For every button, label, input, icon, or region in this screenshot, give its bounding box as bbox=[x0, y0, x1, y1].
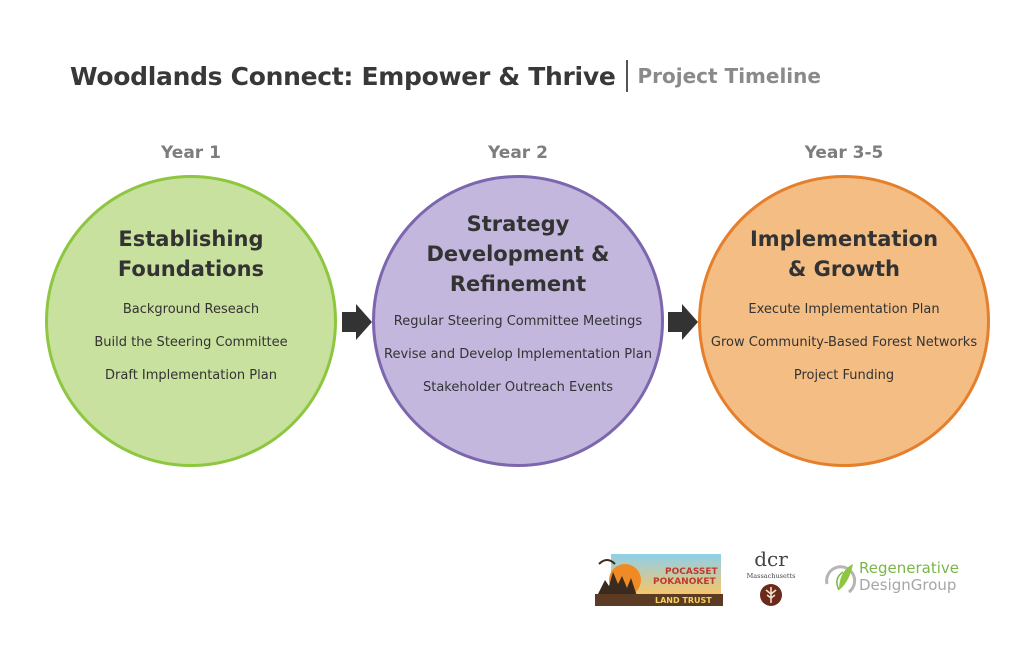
phase-item: Revise and Develop Implementation Plan bbox=[384, 347, 652, 362]
phase-circle-1: Establishing Foundations Background Rese… bbox=[45, 175, 337, 467]
phase-circle-3: Implementation & Growth Execute Implemen… bbox=[698, 175, 990, 467]
phase-item: Grow Community-Based Forest Networks bbox=[710, 335, 978, 350]
page-header: Woodlands Connect: Empower & Thrive Proj… bbox=[70, 58, 821, 94]
design-group-text: DesignGroup bbox=[859, 576, 956, 594]
pocasset-pokanoket-logo: POCASSET POKANOKET LAND TRUST bbox=[595, 550, 723, 606]
phase-item: Background Reseach bbox=[122, 302, 260, 317]
dcr-text: dcr bbox=[754, 548, 788, 571]
regenerative-design-group-logo: Regenerative DesignGroup bbox=[821, 554, 971, 598]
regenerative-text: Regenerative bbox=[859, 559, 959, 577]
phase-items-1: Background Reseach Build the Steering Co… bbox=[94, 301, 287, 400]
land-trust-text: LAND TRUST bbox=[655, 596, 712, 605]
year-label-2: Year 2 bbox=[488, 143, 548, 163]
phase-item: Project Funding bbox=[793, 368, 895, 383]
phase-title-3: Implementation & Growth bbox=[749, 227, 939, 281]
phase-items-3: Execute Implementation Plan Grow Communi… bbox=[711, 301, 977, 400]
arrow-right-icon bbox=[668, 304, 698, 340]
phase-item: Regular Steering Committee Meetings bbox=[393, 314, 643, 329]
page-subtitle: Project Timeline bbox=[637, 64, 821, 88]
phase-item: Draft Implementation Plan bbox=[105, 368, 277, 383]
page-title: Woodlands Connect: Empower & Thrive bbox=[70, 61, 616, 91]
arrow-right-icon bbox=[342, 304, 372, 340]
year-label-1: Year 1 bbox=[161, 143, 221, 163]
partner-logos: POCASSET POKANOKET LAND TRUST dcr Massac… bbox=[595, 547, 975, 610]
massachusetts-text: Massachusetts bbox=[747, 572, 796, 580]
title-divider bbox=[626, 60, 629, 92]
year-label-3: Year 3-5 bbox=[804, 143, 884, 163]
pocasset-text: POCASSET bbox=[665, 567, 719, 577]
dcr-logo: dcr Massachusetts bbox=[745, 547, 797, 610]
phase-item: Build the Steering Committee bbox=[94, 335, 288, 350]
phase-title-2: Strategy Development & Refinement bbox=[426, 212, 610, 296]
phase-title-1: Establishing Foundations bbox=[117, 227, 265, 281]
pokanoket-text: POKANOKET bbox=[653, 577, 716, 587]
phase-item: Execute Implementation Plan bbox=[748, 302, 940, 317]
phase-circle-2: Strategy Development & Refinement Regula… bbox=[372, 175, 664, 467]
phase-item: Stakeholder Outreach Events bbox=[422, 380, 614, 395]
phase-items-2: Regular Steering Committee Meetings Revi… bbox=[384, 313, 652, 412]
